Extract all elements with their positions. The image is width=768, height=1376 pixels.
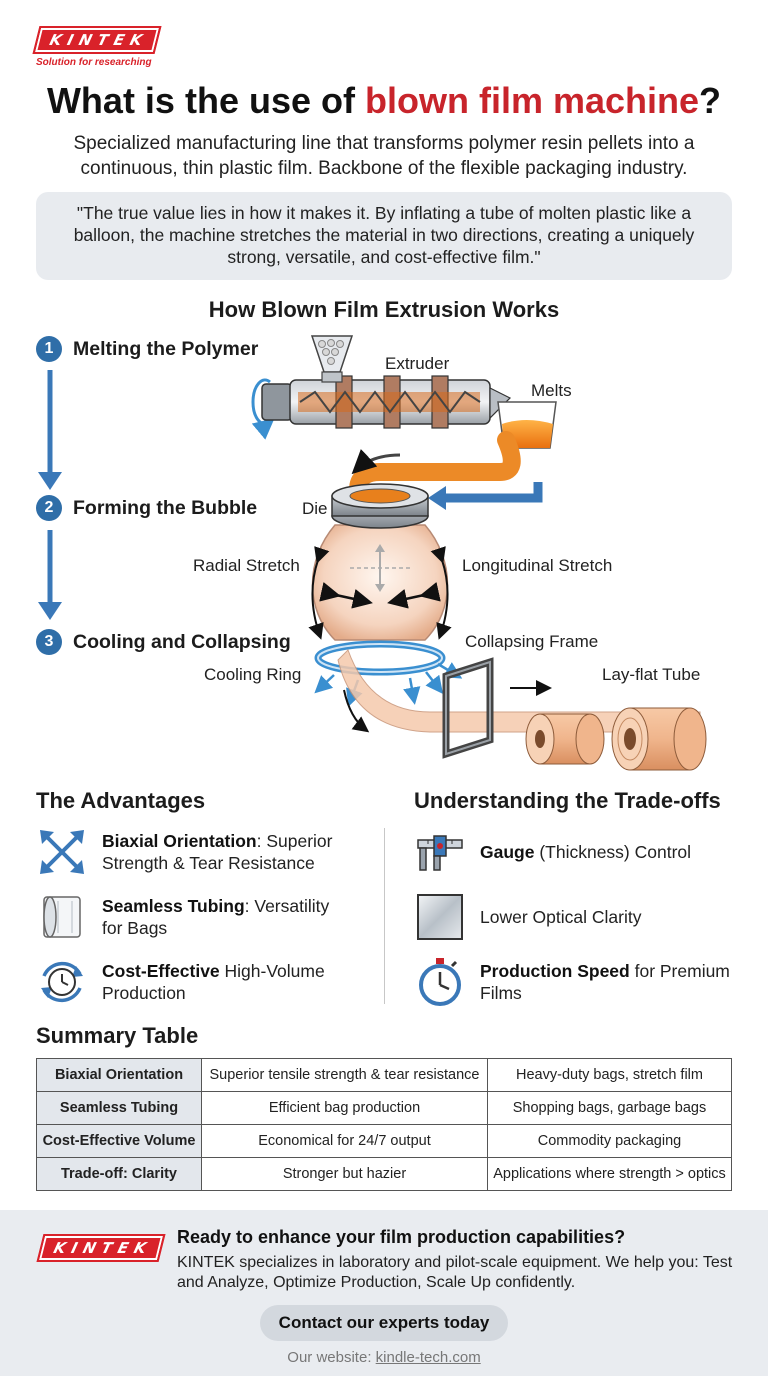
footer-kintek-logo[interactable]: KINTEK xyxy=(36,1234,166,1262)
title-highlight: blown film machine xyxy=(364,80,700,121)
label-die: Die xyxy=(302,499,328,518)
film-bubble-illustration xyxy=(308,524,452,641)
table-cell: Commodity packaging xyxy=(487,1124,732,1158)
advantage-biaxial: Biaxial Orientation: Superior Strength &… xyxy=(36,826,342,878)
step-label: Forming the Bubble xyxy=(73,496,258,519)
label-cooling-ring: Cooling Ring xyxy=(204,665,302,684)
process-heading: How Blown Film Extrusion Works xyxy=(208,297,560,322)
label-extruder: Extruder xyxy=(385,354,450,373)
label-melts: Melts xyxy=(531,381,572,400)
table-cell: Seamless Tubing xyxy=(36,1091,202,1125)
clarity-pane-icon xyxy=(417,894,463,940)
table-cell: Economical for 24/7 output xyxy=(201,1124,488,1158)
tradeoff-speed: Production Speed for Premium Films xyxy=(414,956,740,1008)
melt-flow-illustration xyxy=(349,401,557,510)
step-label: Cooling and Collapsing xyxy=(73,630,291,653)
table-row: Seamless Tubing Efficient bag production… xyxy=(36,1091,732,1125)
step-number: 2 xyxy=(36,495,62,521)
tradeoffs-heading: Understanding the Trade-offs xyxy=(414,788,721,813)
label-collapsing-frame: Collapsing Frame xyxy=(465,632,599,651)
footer-cta: KINTEK Ready to enhance your film produc… xyxy=(0,1210,768,1376)
website-line: Our website: kindle-tech.com xyxy=(287,1349,481,1366)
film-roll-icon xyxy=(43,896,81,938)
blown-film-process-diagram xyxy=(38,335,707,771)
caliper-icon xyxy=(417,835,463,871)
die-illustration xyxy=(331,483,429,529)
logo-tagline: Solution for researching xyxy=(36,57,152,68)
film-rolls-illustration xyxy=(525,707,707,771)
table-cell: Applications where strength > optics xyxy=(487,1157,732,1191)
website-link[interactable]: kindle-tech.com xyxy=(375,1349,481,1366)
page-title: What is the use of blown film machine? xyxy=(46,80,722,121)
quote-box: "The true value lies in how it makes it.… xyxy=(36,192,732,280)
footer-heading: Ready to enhance your film production ca… xyxy=(177,1227,626,1247)
advantages-heading: The Advantages xyxy=(36,788,206,813)
tradeoff-clarity: Lower Optical Clarity xyxy=(414,891,740,943)
step-label: Melting the Polymer xyxy=(73,337,259,360)
advantage-seamless: Seamless Tubing: Versatility for Bags xyxy=(36,891,342,943)
table-cell: Shopping bags, garbage bags xyxy=(487,1091,732,1125)
footer-body: KINTEK specializes in laboratory and pil… xyxy=(177,1254,733,1291)
collapsing-frame-illustration xyxy=(442,657,494,759)
table-cell: Efficient bag production xyxy=(201,1091,488,1125)
table-cell: Stronger but hazier xyxy=(201,1157,488,1191)
step-1: 1 Melting the Polymer xyxy=(36,336,258,362)
cycle-clock-icon xyxy=(41,961,83,1003)
advantage-cost-effective: Cost-Effective High-Volume Production xyxy=(36,956,342,1008)
contact-experts-button[interactable]: Contact our experts today xyxy=(260,1305,508,1341)
step-number: 1 xyxy=(36,336,62,362)
table-cell: Heavy-duty bags, stretch film xyxy=(487,1058,732,1092)
table-row: Trade-off: Clarity Stronger but hazier A… xyxy=(36,1157,732,1191)
summary-table: Biaxial Orientation Superior tensile str… xyxy=(36,1058,732,1191)
table-row: Cost-Effective Volume Economical for 24/… xyxy=(36,1124,732,1158)
table-row: Biaxial Orientation Superior tensile str… xyxy=(36,1058,732,1092)
logo-wordmark: KINTEK xyxy=(32,26,162,54)
step-number: 3 xyxy=(36,629,62,655)
extruder-illustration xyxy=(251,335,512,440)
step-3: 3 Cooling and Collapsing xyxy=(36,629,291,655)
label-radial-stretch: Radial Stretch xyxy=(193,556,300,575)
label-lay-flat-tube: Lay-flat Tube xyxy=(602,665,701,684)
cooling-ring-illustration xyxy=(314,640,463,707)
table-cell: Trade-off: Clarity xyxy=(36,1157,202,1191)
table-cell: Biaxial Orientation xyxy=(36,1058,202,1092)
logo-wordmark: KINTEK xyxy=(36,1234,166,1262)
tradeoff-gauge: Gauge (Thickness) Control xyxy=(414,826,740,878)
summary-heading: Summary Table xyxy=(36,1023,199,1048)
biaxial-arrows-icon xyxy=(40,830,84,874)
column-divider xyxy=(384,828,385,1004)
table-cell: Superior tensile strength & tear resista… xyxy=(201,1058,488,1092)
step-flow-arrows xyxy=(38,370,62,620)
label-longitudinal-stretch: Longitudinal Stretch xyxy=(462,556,613,575)
kintek-logo[interactable]: KINTEK Solution for researching xyxy=(32,26,176,68)
table-cell: Cost-Effective Volume xyxy=(36,1124,202,1158)
page-subtitle: Specialized manufacturing line that tran… xyxy=(73,133,695,179)
step-2: 2 Forming the Bubble xyxy=(36,495,257,521)
stopwatch-icon xyxy=(419,958,461,1006)
